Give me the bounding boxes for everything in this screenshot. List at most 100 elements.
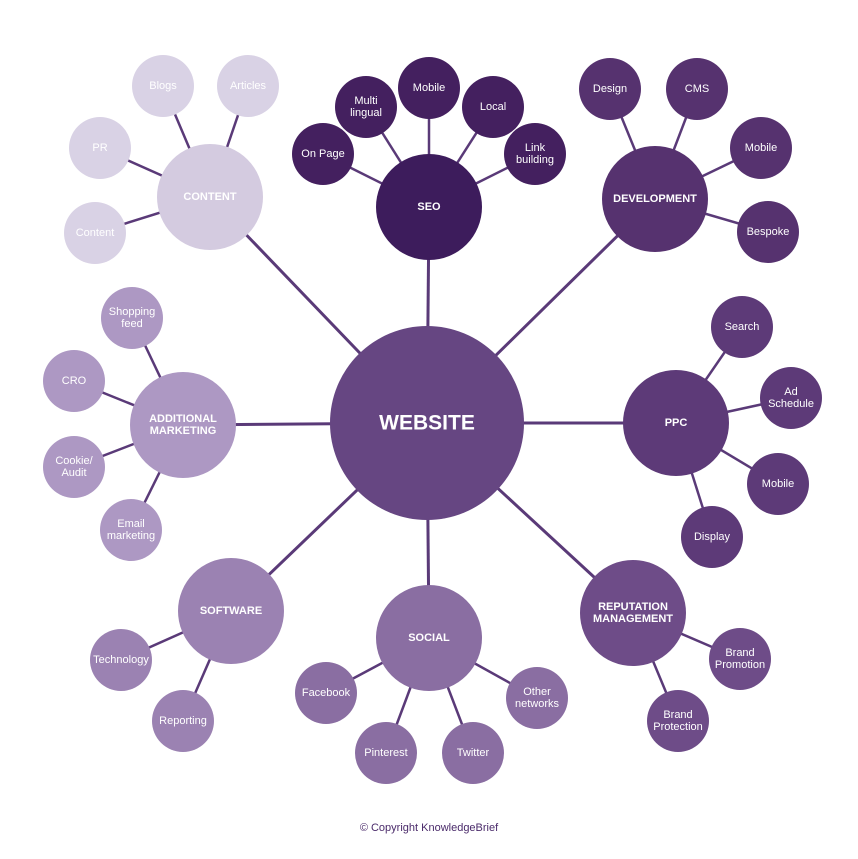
node-label-center: WEBSITE	[379, 412, 475, 435]
node-facebook: Facebook	[295, 662, 357, 724]
node-articles: Articles	[217, 55, 279, 117]
node-label-twitter: Twitter	[457, 747, 490, 759]
node-circle-additional	[130, 372, 236, 478]
node-label-development: DEVELOPMENT	[613, 193, 697, 205]
node-label-seo-mobile: Mobile	[413, 82, 445, 94]
node-circle-bespoke	[737, 201, 799, 263]
node-circle-multilingual	[335, 76, 397, 138]
node-label-pr: PR	[92, 142, 107, 154]
node-label-reporting: Reporting	[159, 715, 207, 727]
node-cookieaudit: Cookie/Audit	[43, 436, 105, 498]
node-design: Design	[579, 58, 641, 120]
node-circle-technology	[90, 629, 152, 691]
node-label-dev-mobile: Mobile	[745, 142, 777, 154]
node-circle-pinterest	[355, 722, 417, 784]
node-circle-development	[602, 146, 708, 252]
node-development: DEVELOPMENT	[602, 146, 708, 252]
node-circle-blogs	[132, 55, 194, 117]
node-reporting: Reporting	[152, 690, 214, 752]
node-label-ppc-mobile: Mobile	[762, 478, 794, 490]
node-label-display: Display	[694, 531, 731, 543]
node-label-blogs: Blogs	[149, 80, 177, 92]
node-display: Display	[681, 506, 743, 568]
node-technology: Technology	[90, 629, 152, 691]
node-circle-reporting	[152, 690, 214, 752]
node-content: CONTENT	[157, 144, 263, 250]
node-onpage: On Page	[292, 123, 354, 185]
node-ppc-mobile: Mobile	[747, 453, 809, 515]
node-circle-emailmarketing	[100, 499, 162, 561]
node-label-software: SOFTWARE	[200, 605, 262, 617]
node-circle-othernetworks	[506, 667, 568, 729]
node-label-pinterest: Pinterest	[364, 747, 407, 759]
node-circle-content	[157, 144, 263, 250]
node-circle-local	[462, 76, 524, 138]
node-bespoke: Bespoke	[737, 201, 799, 263]
node-circle-facebook	[295, 662, 357, 724]
node-circle-articles	[217, 55, 279, 117]
node-software: SOFTWARE	[178, 558, 284, 664]
node-circle-cookieaudit	[43, 436, 105, 498]
copyright-text: © Copyright KnowledgeBrief	[359, 822, 499, 834]
node-label-social: SOCIAL	[408, 632, 450, 644]
node-label-content: CONTENT	[183, 191, 236, 203]
node-circle-center	[330, 326, 524, 520]
node-circle-brandprotection	[647, 690, 709, 752]
node-circle-pr	[69, 117, 131, 179]
node-circle-onpage	[292, 123, 354, 185]
node-local: Local	[462, 76, 524, 138]
node-center: WEBSITE	[330, 326, 524, 520]
node-cms: CMS	[666, 58, 728, 120]
node-circle-adschedule	[760, 367, 822, 429]
node-circle-reputation	[580, 560, 686, 666]
node-dev-mobile: Mobile	[730, 117, 792, 179]
node-label-onpage: On Page	[301, 148, 344, 160]
node-label-local: Local	[480, 101, 506, 113]
node-label-content-item: Content	[76, 227, 115, 239]
node-label-ppc: PPC	[665, 417, 688, 429]
node-circle-brandpromotion	[709, 628, 771, 690]
node-circle-ppc-mobile	[747, 453, 809, 515]
node-label-bespoke: Bespoke	[747, 226, 790, 238]
node-blogs: Blogs	[132, 55, 194, 117]
node-circle-cro	[43, 350, 105, 412]
node-social: SOCIAL	[376, 585, 482, 691]
node-label-design: Design	[593, 83, 627, 95]
node-circle-display	[681, 506, 743, 568]
node-circle-ppc	[623, 370, 729, 476]
node-label-technology: Technology	[93, 654, 149, 666]
node-circle-seo	[376, 154, 482, 260]
node-label-cro: CRO	[62, 375, 87, 387]
node-circle-social	[376, 585, 482, 691]
node-circle-seo-mobile	[398, 57, 460, 119]
node-cro: CRO	[43, 350, 105, 412]
node-label-search: Search	[725, 321, 760, 333]
node-circle-design	[579, 58, 641, 120]
node-circle-dev-mobile	[730, 117, 792, 179]
node-label-seo: SEO	[417, 201, 441, 213]
node-circle-cms	[666, 58, 728, 120]
node-circle-software	[178, 558, 284, 664]
node-circle-linkbuilding	[504, 123, 566, 185]
node-seo: SEO	[376, 154, 482, 260]
node-circle-twitter	[442, 722, 504, 784]
node-label-cms: CMS	[685, 83, 709, 95]
node-ppc: PPC	[623, 370, 729, 476]
